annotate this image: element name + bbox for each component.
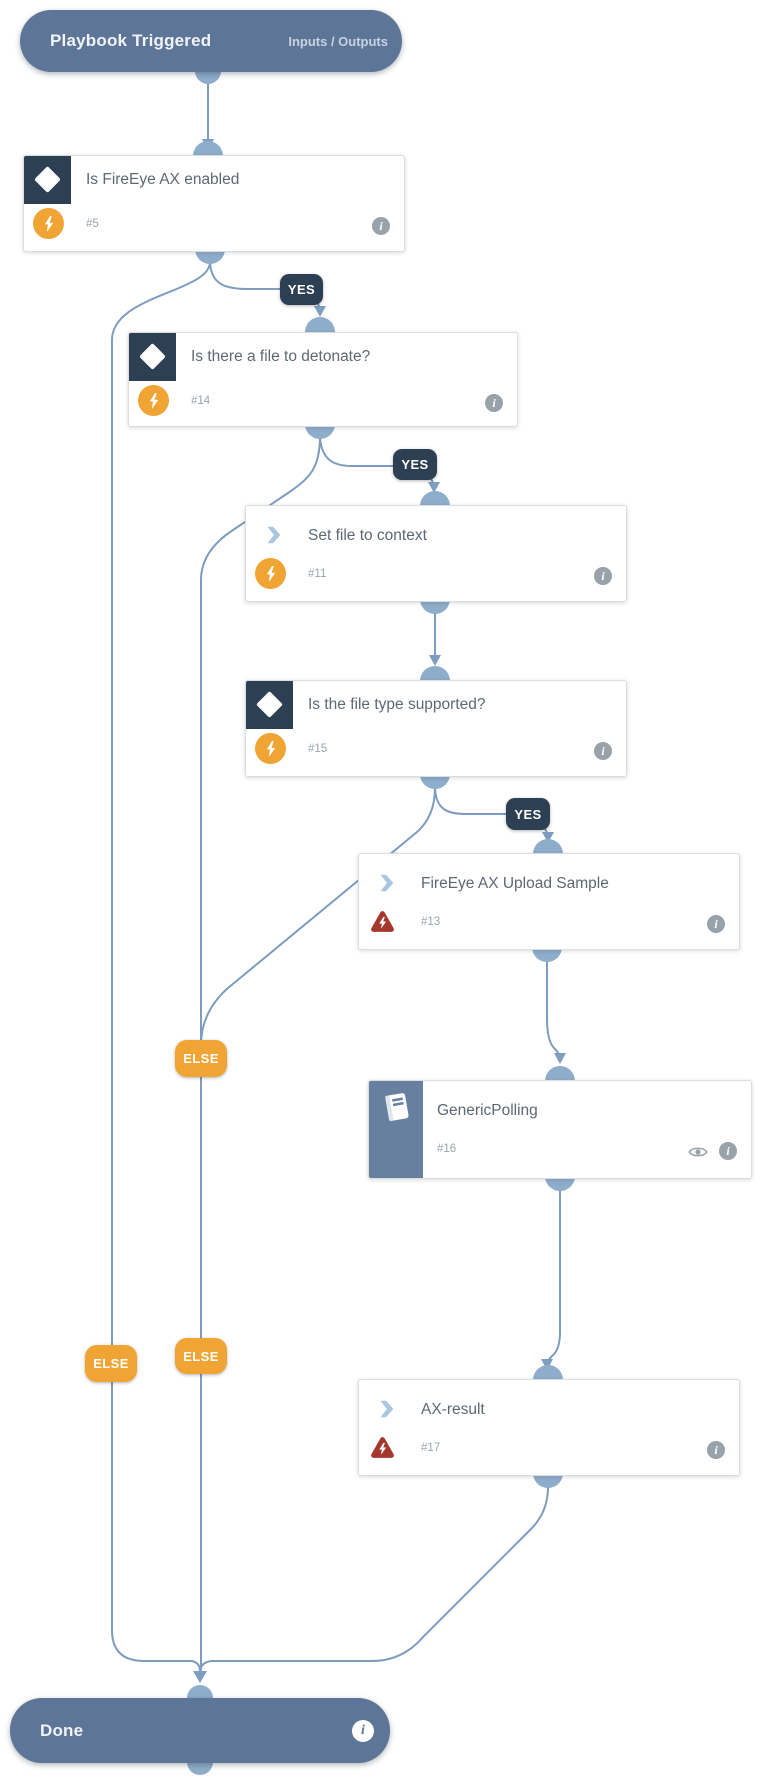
playbook-book-icon	[385, 1093, 409, 1122]
task-title: GenericPolling	[437, 1102, 538, 1119]
edge-task5-yes-in	[209, 261, 286, 290]
branch-badge-else-2: ELSE	[85, 1345, 137, 1382]
task-title: Set file to context	[308, 527, 427, 544]
task-node-fireeye-ax-upload-sample[interactable]: FireEye AX Upload Sample #13	[358, 853, 740, 950]
branch-badge-else-3: ELSE	[175, 1338, 227, 1374]
playbook-triggered-node[interactable]: Playbook Triggered Inputs / Outputs	[20, 10, 402, 72]
sub-playbook-sidebar	[369, 1081, 423, 1178]
condition-diamond-icon	[129, 333, 176, 381]
edge-task16-to-task17	[546, 1189, 561, 1367]
branch-badge-yes-1: YES	[280, 274, 323, 305]
condition-diamond-icon	[246, 681, 293, 729]
task-title: Is FireEye AX enabled	[86, 171, 240, 188]
task-id: #13	[421, 916, 441, 928]
edge-task5-else	[111, 261, 211, 1672]
branch-badge-else-1: ELSE	[175, 1040, 227, 1077]
task-node-is-fireeye-ax-enabled[interactable]: Is FireEye AX enabled #5	[23, 155, 405, 252]
info-icon[interactable]	[352, 1719, 374, 1742]
done-title: Done	[40, 1720, 84, 1740]
task-node-set-file-to-context[interactable]: Set file to context #11	[245, 505, 627, 602]
automation-lightning-icon	[255, 558, 286, 589]
automation-lightning-icon	[138, 385, 169, 416]
connector-ports	[187, 71, 575, 1775]
chevron-right-icon	[267, 526, 281, 544]
task-title: AX-result	[421, 1401, 485, 1418]
edge-task15-else	[200, 787, 436, 1101]
info-icon[interactable]	[719, 1142, 737, 1160]
task-id: #16	[437, 1143, 457, 1155]
automation-lightning-icon	[255, 733, 286, 764]
edge-task15-yes-in	[434, 787, 511, 815]
chevron-right-icon	[380, 1400, 394, 1418]
task-id: #14	[191, 395, 211, 407]
inputs-outputs-link[interactable]: Inputs / Outputs	[288, 33, 388, 49]
chevron-right-icon	[380, 874, 394, 892]
task-title: FireEye AX Upload Sample	[421, 875, 609, 892]
info-icon[interactable]	[594, 742, 612, 760]
task-id: #17	[421, 1442, 441, 1454]
task-node-genericpolling[interactable]: GenericPolling #16	[368, 1080, 752, 1179]
eye-icon[interactable]	[687, 1145, 709, 1159]
warning-triangle-lightning-icon	[371, 911, 394, 932]
task-id: #5	[86, 218, 99, 230]
branch-badge-yes-3: YES	[506, 798, 550, 830]
info-icon[interactable]	[707, 915, 725, 933]
info-icon[interactable]	[372, 217, 390, 235]
task-title: Is the file type supported?	[308, 696, 486, 713]
done-node[interactable]: Done	[10, 1698, 390, 1763]
edge-task14-yes-in	[319, 435, 399, 467]
task-title: Is there a file to detonate?	[191, 348, 371, 365]
edge-task13-to-task16	[546, 960, 561, 1061]
task-id: #15	[308, 743, 328, 755]
info-icon[interactable]	[485, 394, 503, 412]
edge-task17-to-done	[199, 1486, 549, 1672]
info-icon[interactable]	[707, 1441, 725, 1459]
automation-lightning-icon	[33, 208, 64, 239]
trigger-title: Playbook Triggered	[50, 31, 212, 50]
condition-diamond-icon	[24, 156, 71, 204]
edge-task14-else	[200, 435, 321, 1671]
task-id: #11	[308, 568, 327, 580]
warning-triangle-lightning-icon	[371, 1437, 394, 1458]
task-node-ax-result[interactable]: AX-result #17	[358, 1379, 740, 1476]
task-node-is-the-file-type-supported[interactable]: Is the file type supported? #15	[245, 680, 627, 777]
info-icon[interactable]	[594, 567, 612, 585]
task-node-is-there-a-file-to-detonate[interactable]: Is there a file to detonate? #14	[128, 332, 518, 427]
branch-badge-yes-2: YES	[393, 449, 437, 480]
